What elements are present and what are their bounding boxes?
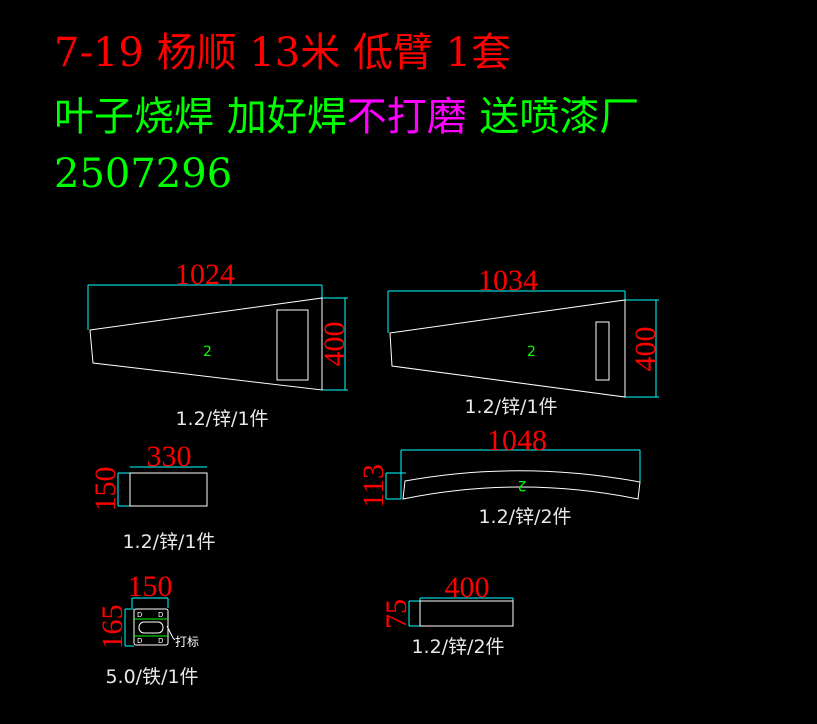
part-caption: 1.2/锌/1件: [175, 408, 268, 430]
height-dimension: 113: [357, 464, 390, 508]
part-4[interactable]: 1048 113 2 1.2/锌/2件: [357, 424, 641, 528]
hole-mark: D: [158, 637, 163, 645]
width-dimension: 1024: [175, 258, 235, 291]
part-6[interactable]: 400 75 1.2/锌/2件: [380, 571, 514, 658]
hole-mark: D: [137, 637, 142, 645]
part-caption: 1.2/锌/1件: [122, 531, 215, 553]
part-caption: 1.2/锌/1件: [464, 396, 557, 418]
part-2[interactable]: 1034 400 2 1.2/锌/1件: [387, 264, 662, 418]
part-1[interactable]: 1024 400 2 1.2/锌/1件: [87, 258, 351, 430]
note-paint: 送喷漆厂: [467, 94, 640, 140]
width-dimension: 1048: [487, 424, 547, 457]
height-dimension: 75: [380, 599, 413, 629]
width-dimension: 1034: [478, 264, 538, 297]
part-caption: 1.2/锌/2件: [411, 636, 504, 658]
part-3[interactable]: 330 150 1.2/锌/1件: [89, 440, 216, 553]
height-dimension: 400: [629, 327, 662, 372]
part-mark: 2: [527, 344, 536, 360]
part-mark: 2: [518, 477, 527, 493]
width-dimension: 330: [147, 440, 192, 473]
title-line-2: 叶子烧焊 加好焊不打磨 送喷漆厂: [54, 94, 639, 140]
marking-note: 打标: [175, 635, 199, 649]
hole-mark: D: [137, 611, 142, 619]
width-dimension: 400: [445, 571, 490, 604]
hole-mark: D: [158, 611, 163, 619]
part-mark: 2: [203, 344, 212, 360]
width-dimension: 150: [128, 570, 173, 603]
part-5[interactable]: D D D D 打标 150 165 5.0/铁/1件: [96, 570, 199, 688]
part-caption: 5.0/铁/1件: [105, 666, 198, 688]
title-line-1: 7-19 杨顺 13米 低臂 1套: [54, 30, 511, 76]
note-no-grind: 不打磨: [347, 94, 467, 140]
height-dimension: 400: [318, 322, 351, 367]
order-number: 2507296: [54, 151, 232, 197]
part-caption: 1.2/锌/2件: [478, 506, 571, 528]
height-dimension: 165: [96, 605, 129, 650]
note-weld: 叶子烧焊 加好焊: [54, 94, 347, 140]
height-dimension: 150: [89, 467, 122, 512]
